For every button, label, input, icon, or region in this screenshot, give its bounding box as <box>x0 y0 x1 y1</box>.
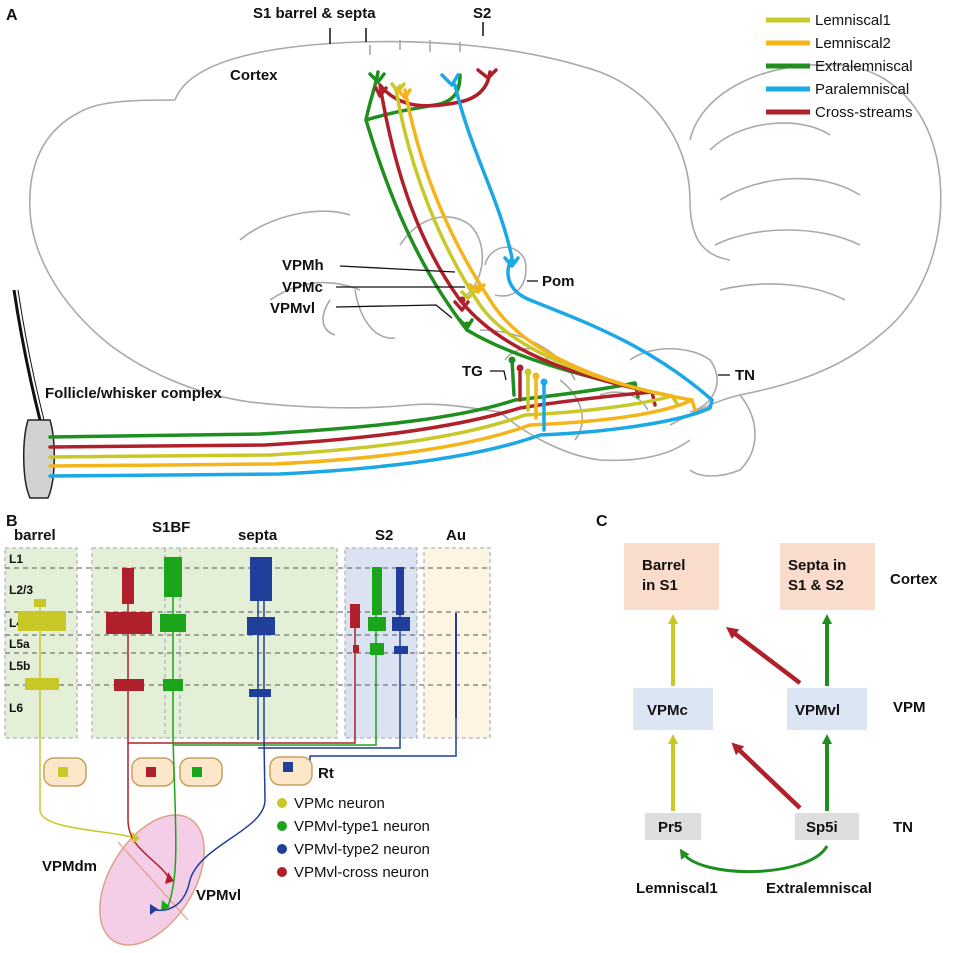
pathway-lemniscal2 <box>48 398 697 468</box>
legend-b: VPMc neuron VPMvl-type1 neuron VPMvl-typ… <box>277 795 430 881</box>
septa-line2: S1 & S2 <box>788 577 844 594</box>
layer-label: L1 <box>9 552 23 566</box>
pathway-paralemniscal-ascending <box>453 83 714 402</box>
thalamocortical-axons <box>39 739 266 912</box>
sp5i-box <box>795 813 859 840</box>
rt-label: Rt <box>318 765 334 782</box>
legend-a-item: Paralemniscal <box>815 81 909 98</box>
legend-a-item: Cross-streams <box>815 104 913 121</box>
legend-b-item: VPMc neuron <box>294 795 385 812</box>
layer-label: L5b <box>9 659 30 673</box>
barrel-s1-box <box>624 543 719 610</box>
cortex-c-label: Cortex <box>890 571 938 588</box>
panel-a-label: A <box>6 7 18 24</box>
legend-a-item: Lemniscal1 <box>815 12 891 29</box>
pathway-extralemniscal <box>48 381 640 439</box>
column-s1bf: S1BF <box>152 519 190 536</box>
column-s2: S2 <box>375 527 393 544</box>
tn-c-label: TN <box>893 819 913 836</box>
barrel-s1-line2: in S1 <box>642 577 678 594</box>
vpmc-label: VPMc <box>282 279 323 296</box>
whisker-icon <box>12 289 56 499</box>
panel-c: C Barrel in S1 Septa in S1 & S2 Cortex V… <box>596 513 938 897</box>
brain-outline <box>28 40 942 477</box>
tg-label: TG <box>462 363 483 380</box>
layer-label: L2/3 <box>9 583 33 597</box>
layer-label: L6 <box>9 701 23 715</box>
arrow-sp5i-vpmc-cross <box>731 742 802 810</box>
layer-label: L5a <box>9 637 30 651</box>
pathway-cross <box>48 390 657 449</box>
legend-b-item: VPMvl-type2 neuron <box>294 841 430 858</box>
descending-connections <box>128 718 457 765</box>
vpm-ellipse <box>99 814 205 946</box>
pathway-extralemniscal-branch <box>364 70 380 122</box>
panel-b-label: B <box>6 513 18 530</box>
pathway-paralemniscal <box>48 398 714 478</box>
pathway-lemniscal2-ascending <box>403 88 694 402</box>
vpmc-c-label: VPMc <box>647 702 688 719</box>
vpm-c-label: VPM <box>893 699 926 716</box>
sp5i-label: Sp5i <box>806 819 838 836</box>
pr5-box <box>645 813 701 840</box>
vpmdm-label: VPMdm <box>42 858 97 875</box>
type1-neuron-arbor <box>160 557 186 740</box>
panel-b: B barrel S1BF septa S2 Au L1 L2/3 L4 L5a… <box>4 513 491 946</box>
column-barrel: barrel <box>14 527 56 544</box>
legend-b-item: VPMvl-type1 neuron <box>294 818 430 835</box>
extralemniscal-c-label: Extralemniscal <box>766 880 872 897</box>
vpmvl-b-label: VPMvl <box>196 887 241 904</box>
vpmvl-label: VPMvl <box>270 300 315 317</box>
panel-c-label: C <box>596 513 608 530</box>
s2-label: S2 <box>473 5 491 22</box>
vpmc-box <box>633 688 713 730</box>
follicle-label: Follicle/whisker complex <box>45 385 222 402</box>
vpmc-neuron-arbor <box>18 599 66 740</box>
tn-label: TN <box>735 367 755 384</box>
cross-neuron-arbor <box>106 568 152 740</box>
legend-b-item: VPMvl-cross neuron <box>294 864 429 881</box>
rt-nucleus <box>43 756 313 787</box>
arrow-sp5i-pr5 <box>679 845 829 873</box>
septa-line1: Septa in <box>788 557 846 574</box>
pr5-label: Pr5 <box>658 819 682 836</box>
pathway-lemniscal1 <box>48 394 680 459</box>
vpmh-label: VPMh <box>282 257 324 274</box>
lemniscal1-c-label: Lemniscal1 <box>636 880 718 897</box>
legend-a: Lemniscal1 Lemniscal2 Extralemniscal Par… <box>766 12 913 121</box>
panel-a: A <box>6 5 942 499</box>
column-au: Au <box>446 527 466 544</box>
septa-s1-s2-box <box>780 543 875 610</box>
pom-label: Pom <box>542 273 575 290</box>
legend-a-item: Lemniscal2 <box>815 35 891 52</box>
vpmvl-box <box>787 688 867 730</box>
arrow-vpmvl-barrel-cross <box>726 626 802 685</box>
s2-arbors <box>350 567 410 740</box>
barrel-s1-line1: Barrel <box>642 557 685 574</box>
pathways <box>48 68 714 478</box>
s1-label: S1 barrel & septa <box>253 5 376 22</box>
soma-dots <box>458 258 548 386</box>
barrel-column <box>4 547 78 739</box>
legend-a-item: Extralemniscal <box>815 58 913 75</box>
vpmvl-c-label: VPMvl <box>795 702 840 719</box>
pathway-lemniscal1-ascending <box>394 84 674 398</box>
type2-neuron-arbor <box>247 557 275 740</box>
pathway-extralemniscal-ascending <box>364 73 637 389</box>
column-septa: septa <box>238 527 278 544</box>
pathway-cross-ascending <box>378 70 654 394</box>
cortex-label: Cortex <box>230 67 278 84</box>
